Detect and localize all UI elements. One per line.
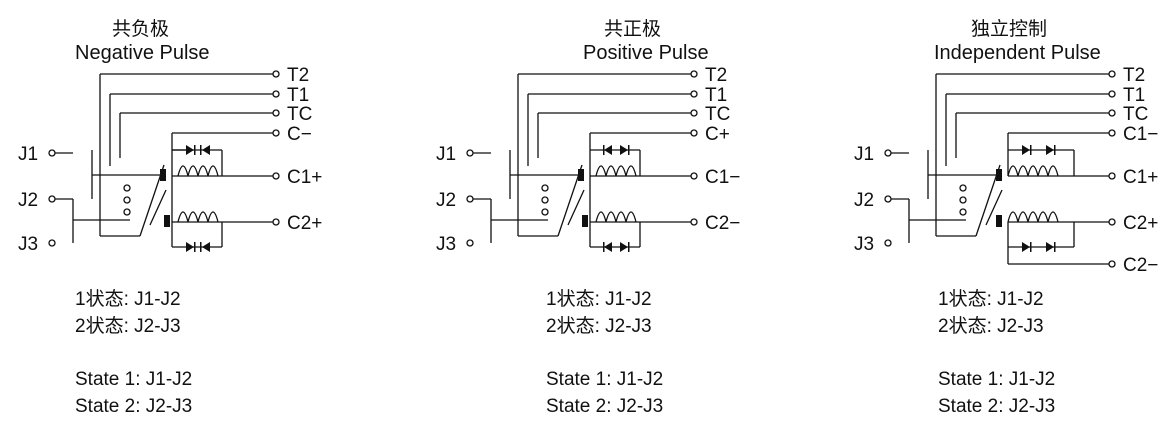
terminal-label: C2−: [1123, 255, 1158, 276]
terminal-label: J1: [436, 144, 456, 165]
terminal-label: J3: [18, 234, 38, 255]
terminal-label: T2: [287, 65, 309, 86]
state-line: State 2: J2-J3: [75, 396, 193, 417]
terminal-label: C2+: [1123, 213, 1158, 234]
relay-schematic: T2 T1 TC C− C1+ C2+ J1 J2 J3: [18, 65, 322, 255]
panel-negative-pulse: 共负极 Negative Pulse: [0, 0, 390, 434]
panel-positive-pulse: 共正极 Positive Pulse: [418, 0, 808, 434]
state-notes-en: State 1: J1-J2 State 2: J2-J3: [546, 366, 663, 420]
terminal-label: TC: [287, 104, 312, 125]
state-notes-cn: 1状态: J1-J2 2状态: J2-J3: [75, 286, 181, 340]
state-notes-en: State 1: J1-J2 State 2: J2-J3: [938, 366, 1055, 420]
panel-title-en: Negative Pulse: [75, 42, 210, 64]
terminal-label: T1: [705, 85, 727, 106]
panel-title-cn: 共正极: [604, 18, 662, 40]
relay-schematic: T2 T1 TC C+ C1− C2− J1 J2 J3: [436, 65, 740, 255]
terminal-label: J2: [436, 190, 456, 211]
state-notes-en: State 1: J1-J2 State 2: J2-J3: [75, 366, 192, 420]
panel-independent-pulse: 独立控制 Independent Pulse: [836, 0, 1174, 434]
terminal-label: J2: [18, 190, 38, 211]
terminal-label: T2: [705, 65, 727, 86]
terminal-label: T1: [1123, 85, 1145, 106]
state-line: State 2: J2-J3: [546, 396, 664, 417]
terminal-label: J2: [854, 190, 874, 211]
terminal-label: J1: [18, 144, 38, 165]
state-notes-cn: 1状态: J1-J2 2状态: J2-J3: [546, 286, 652, 340]
terminal-label: C2−: [705, 213, 740, 234]
terminal-label: C1+: [1123, 167, 1158, 188]
terminal-label: TC: [705, 104, 730, 125]
state-line: 1状态: J1-J2: [75, 289, 181, 310]
state-line: 1状态: J1-J2: [938, 289, 1044, 310]
state-line: 2状态: J2-J3: [546, 316, 652, 337]
panel-title-en: Positive Pulse: [583, 42, 709, 64]
terminal-label: J3: [436, 234, 456, 255]
terminal-label: C2+: [287, 213, 322, 234]
terminal-label: C+: [705, 124, 730, 145]
panel-title-cn: 共负极: [112, 18, 170, 40]
state-line: 2状态: J2-J3: [75, 316, 181, 337]
terminal-label: C−: [287, 124, 312, 145]
state-line: State 1: J1-J2: [546, 369, 664, 390]
state-line: 1状态: J1-J2: [546, 289, 652, 310]
state-line: State 2: J2-J3: [938, 396, 1056, 417]
terminal-label: TC: [1123, 104, 1148, 125]
terminal-label: C1−: [705, 167, 740, 188]
terminal-label: C1−: [1123, 124, 1158, 145]
terminal-label: J3: [854, 234, 874, 255]
terminal-label: T1: [287, 85, 309, 106]
terminal-label: C1+: [287, 167, 322, 188]
relay-schematic: T2 T1 TC C1− C1+ C2+ C2− J1 J2 J3: [854, 65, 1158, 276]
state-line: 2状态: J2-J3: [938, 316, 1044, 337]
panel-title-en: Independent Pulse: [934, 42, 1101, 64]
terminal-label: T2: [1123, 65, 1145, 86]
state-notes-cn: 1状态: J1-J2 2状态: J2-J3: [938, 286, 1044, 340]
panel-title-cn: 独立控制: [971, 18, 1048, 40]
state-line: State 1: J1-J2: [938, 369, 1056, 390]
state-line: State 1: J1-J2: [75, 369, 193, 390]
terminal-label: J1: [854, 144, 874, 165]
